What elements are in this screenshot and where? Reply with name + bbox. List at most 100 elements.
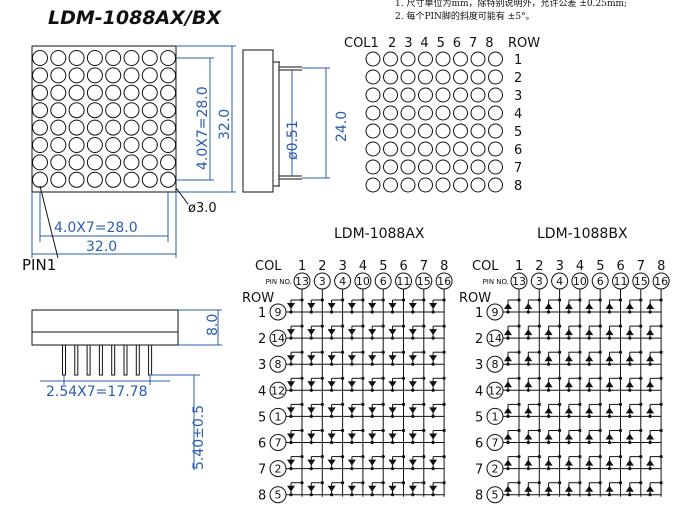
row-pin: 7 [275,437,282,450]
led-diode [429,355,438,362]
map-dot [400,87,416,103]
map-dot [400,123,416,139]
junction [442,481,446,485]
led-diode [646,433,655,440]
map-dot [418,69,433,85]
map-dot [435,159,451,175]
led-diode [368,303,377,309]
map-dot [453,87,468,103]
junction [578,428,582,433]
led-diode [625,459,634,466]
map-dot [400,105,416,121]
junction [411,493,415,497]
junction [628,362,632,366]
junction [370,493,374,497]
junction [537,324,541,328]
junction [341,324,345,328]
row-number: 1 [475,306,483,321]
junction [289,467,293,471]
junction [320,455,324,459]
led-diode [429,459,438,466]
map-dot [435,51,451,67]
side-view: ø0.51 24.0 [242,49,350,193]
junction [422,350,426,354]
col-pin: 10 [573,275,587,288]
map-dot [470,177,486,193]
led-diode [646,485,655,492]
row-number: 5 [258,410,266,425]
front-size-v: 32.0 [217,109,233,140]
junction [607,336,612,340]
junction [381,402,385,406]
col-number: 7 [637,259,645,274]
led-dot [160,119,177,136]
junction [442,350,446,354]
led-diode [504,381,512,388]
led-diode [408,303,417,309]
col-number: 4 [576,259,584,274]
row-pin: 2 [492,463,499,476]
led-diode [327,355,336,362]
row-number: 5 [514,125,522,140]
led-diode [429,303,438,309]
junction [648,440,652,445]
junction [567,493,571,497]
led-dot [68,67,85,84]
map-dot [453,69,468,85]
junction [370,467,374,471]
col-number: 6 [617,259,625,274]
row-number: 7 [258,463,266,478]
led-diode [504,329,512,336]
junction [330,414,334,418]
map-dot [435,123,451,139]
body-height: 8.0 [205,314,221,336]
led-diode [388,381,397,388]
pin [98,344,103,376]
junction [648,467,652,471]
col-label: COL [472,259,499,274]
junction [517,402,521,406]
map-dot [383,51,398,67]
junction [659,455,663,459]
col-number: 1 [298,259,306,274]
row-number: 2 [514,71,522,86]
map-dot [383,177,398,193]
junction [442,376,446,380]
led-diode [646,459,655,466]
led-dot [160,67,177,84]
map-dot [435,105,451,121]
led-diode [524,303,533,309]
junction [618,455,623,459]
junction [401,455,406,459]
junction [537,350,541,354]
map-dot [418,141,433,157]
col-pin: 16 [654,275,668,288]
pin-pitch: 2.54X7=17.78 [46,384,147,400]
led-dot [141,50,158,66]
pin [148,344,153,376]
led-diode [544,381,553,388]
map-dot [453,105,468,121]
led-dot [32,171,48,188]
led-dot [86,119,103,136]
led-dot [123,137,140,153]
junction [361,481,365,485]
led-dot [68,102,85,119]
col-number: 8 [440,259,448,274]
led-dot [105,102,122,119]
row-number: 7 [475,463,483,478]
led-diode [347,407,356,414]
map-dot [488,177,503,193]
map-dot [435,69,451,85]
map-dot [488,105,503,121]
led-diode [408,381,417,388]
led-dot [105,67,122,84]
junction [618,350,623,354]
led-diode [347,485,356,492]
col-number: 2 [388,36,396,51]
junction [578,402,582,406]
led-diode [564,303,573,309]
junction [618,402,623,406]
